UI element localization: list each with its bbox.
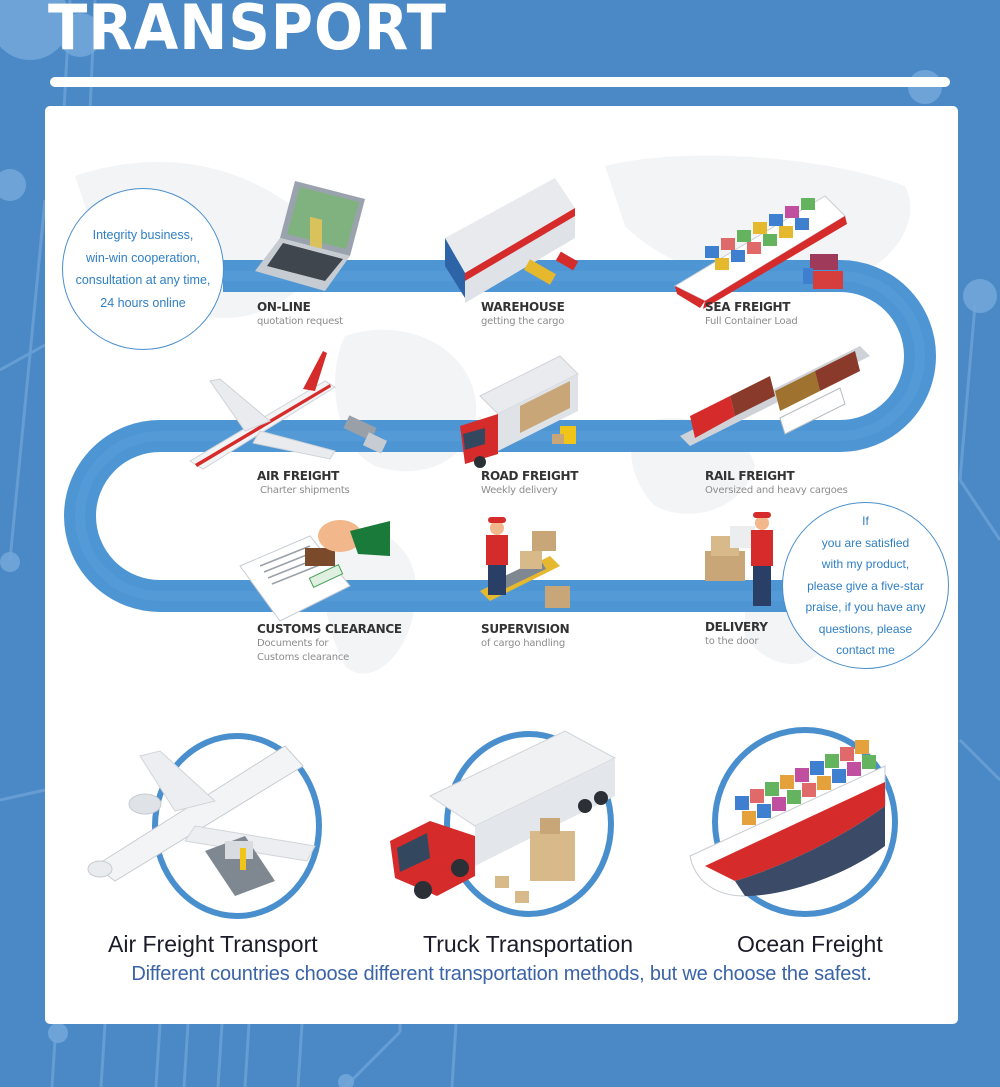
step-title: SEA FREIGHT (705, 300, 791, 314)
step-subtitle: getting the cargo (481, 316, 565, 327)
step-title: ROAD FREIGHT (481, 469, 579, 483)
feedback-request-bubble: If you are satisfied with my product, pl… (782, 502, 949, 669)
bubble-line: you are satisfied (821, 535, 910, 550)
step-road-freight: ROAD FREIGHT Weekly delivery (481, 469, 681, 498)
ship-mode-ring (712, 727, 898, 917)
mode-label-ocean: Ocean Freight (737, 931, 883, 957)
step-delivery: DELIVERY to the door (705, 620, 905, 649)
page-title: TRANSPORT (48, 0, 447, 64)
bubble-line: please give a five-star (807, 578, 924, 593)
step-subtitle: of cargo handling (481, 638, 566, 649)
mode-label-air: Air Freight Transport (108, 931, 318, 957)
delivery-worker-icon (705, 512, 773, 606)
step-title: SUPERVISION (481, 622, 570, 636)
bubble-line: with my product, (821, 557, 910, 572)
bubble-line: questions, please (818, 621, 913, 636)
bubble-line: win-win cooperation, (86, 250, 200, 265)
tagline: Different countries choose different tra… (131, 963, 872, 985)
step-title: WAREHOUSE (481, 300, 565, 314)
step-subtitle: Weekly delivery (481, 485, 558, 496)
step-subtitle: Documents for (257, 638, 329, 649)
warehouse-icon (445, 178, 579, 303)
bubble-line: 24 hours online (100, 295, 186, 310)
service-promise-bubble: Integrity business, win-win cooperation,… (62, 188, 224, 350)
air-mode-ring (152, 733, 322, 919)
step-online: ON-LINE quotation request (257, 300, 457, 329)
step-warehouse: WAREHOUSE getting the cargo (481, 300, 681, 329)
step-air-freight: AIR FREIGHT Charter shipments (257, 469, 457, 498)
step-subtitle: quotation request (257, 316, 343, 327)
step-title: RAIL FREIGHT (705, 469, 795, 483)
bubble-line: Integrity business, (92, 228, 194, 242)
step-rail-freight: RAIL FREIGHT Oversized and heavy cargoes (705, 469, 905, 498)
stamp-icon (239, 520, 390, 622)
truck-icon (460, 355, 579, 468)
step-sea-freight: SEA FREIGHT Full Container Load (705, 300, 905, 329)
laptop-icon (255, 181, 365, 291)
bubble-line: contact me (836, 643, 895, 658)
step-subtitle: Charter shipments (260, 485, 350, 496)
logistics-flow-road (64, 155, 936, 919)
bubble-line: praise, if you have any (805, 600, 926, 615)
bubble-line: consultation at any time, (75, 273, 211, 287)
large-cargo-ship-icon (689, 740, 886, 897)
step-title: AIR FREIGHT (257, 469, 340, 483)
truck-mode-ring (444, 731, 614, 917)
train-icon (680, 346, 870, 446)
step-title: ON-LINE (257, 300, 311, 314)
bubble-line: If (862, 514, 869, 529)
cargo-ship-icon (673, 195, 847, 309)
airplane-icon (189, 351, 388, 470)
step-title: DELIVERY (705, 620, 768, 634)
large-truck-icon (390, 730, 617, 903)
step-subtitle: Full Container Load (705, 316, 798, 327)
step-supervision: SUPERVISION of cargo handling (481, 622, 681, 651)
step-subtitle-line2: Customs clearance (257, 652, 350, 663)
step-customs-clearance: CUSTOMS CLEARANCE Documents for Customs … (257, 622, 457, 665)
step-subtitle: Oversized and heavy cargoes (705, 485, 848, 496)
large-airplane-icon (87, 745, 316, 896)
mode-label-truck: Truck Transportation (423, 931, 634, 957)
title-underline (50, 77, 950, 87)
conveyor-worker-icon (480, 517, 570, 608)
step-subtitle: to the door (705, 636, 759, 647)
step-title: CUSTOMS CLEARANCE (257, 622, 402, 636)
content-card: Integrity business, win-win cooperation,… (45, 106, 958, 1024)
